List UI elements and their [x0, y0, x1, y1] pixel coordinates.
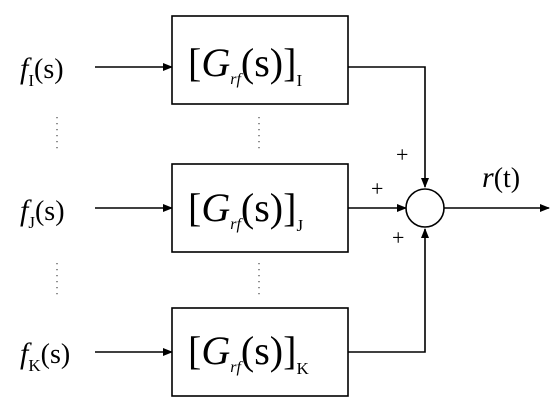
block-sub-j: rf [230, 216, 243, 233]
output-sym: r [482, 161, 494, 194]
block-arg-k: (s) [241, 328, 283, 373]
block-i [171, 15, 349, 105]
block-label-j: [Grf(s)]J [188, 185, 303, 235]
input-sub-i: I [28, 71, 34, 90]
sign-left: + [371, 176, 383, 201]
block-label-k: [Grf(s)]K [188, 328, 309, 378]
block-sym-j: G [201, 185, 230, 230]
block-open-j: [ [188, 185, 201, 230]
block-idx-i: I [296, 71, 302, 90]
input-sub-j: J [28, 213, 35, 232]
wire-k-to-sum [348, 228, 429, 353]
block-open-k: [ [188, 328, 201, 373]
input-arg-i: (s) [34, 54, 64, 85]
block-label-i: [Grf(s)]I [188, 40, 302, 90]
input-arg-k: (s) [41, 339, 71, 370]
block-close-j: ] [283, 185, 296, 230]
block-sym-k: G [201, 328, 230, 373]
block-sub-i: rf [230, 71, 243, 88]
sign-bottom: + [392, 225, 404, 250]
block-close-k: ] [283, 328, 296, 373]
input-label-j: fJ(s) [20, 194, 65, 232]
block-arg-i: (s) [241, 40, 283, 85]
block-close-i: ] [283, 40, 296, 85]
sign-top: + [396, 142, 408, 167]
input-arg-j: (s) [35, 196, 65, 227]
output-label: r(t) [482, 161, 520, 194]
block-k [171, 307, 349, 397]
block-arg-j: (s) [241, 185, 283, 230]
summing-junction [405, 188, 445, 228]
block-sym-i: G [201, 40, 230, 85]
block-sub-k: rf [230, 359, 243, 376]
wire-i-to-sum [348, 66, 429, 188]
block-open-i: [ [188, 40, 201, 85]
input-sub-k: K [28, 356, 41, 375]
block-idx-j: J [296, 216, 303, 235]
input-label-i: fI(s) [20, 52, 64, 90]
input-label-k: fK(s) [20, 337, 70, 375]
block-j [171, 163, 349, 253]
block-idx-k: K [296, 359, 309, 378]
output-arg: (t) [494, 163, 520, 194]
